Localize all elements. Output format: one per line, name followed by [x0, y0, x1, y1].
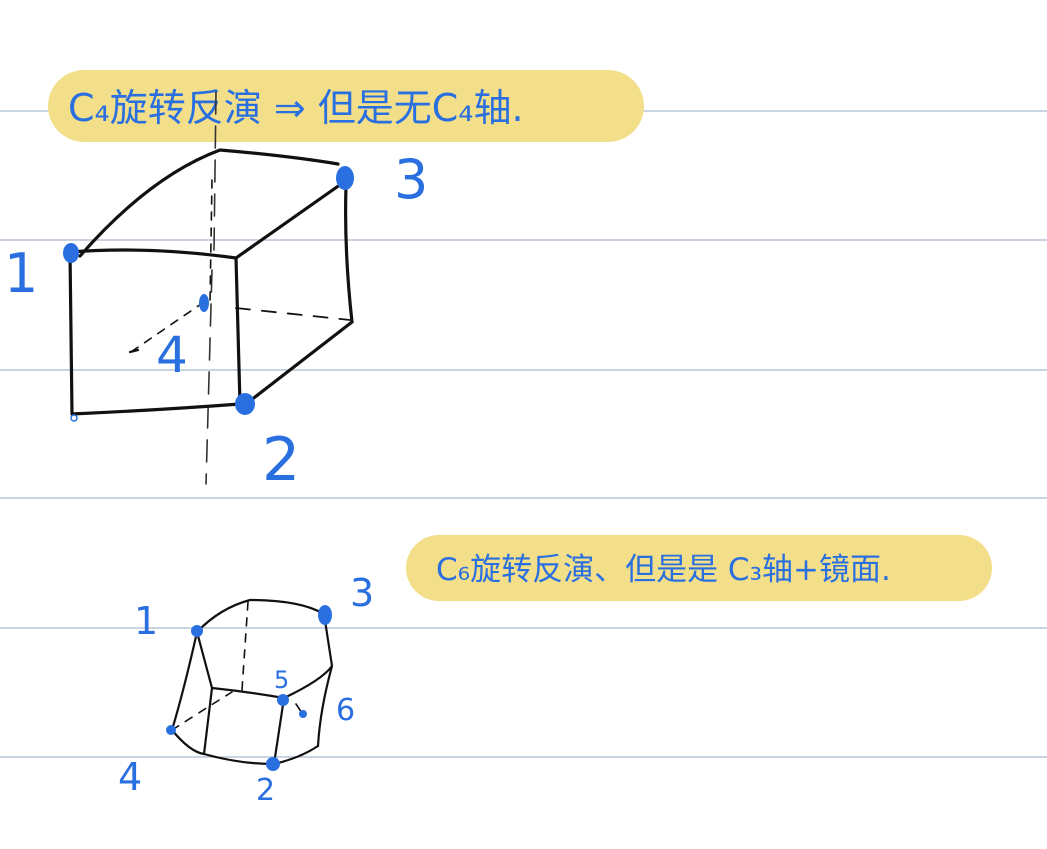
hex-vertex-1	[191, 625, 203, 637]
note-1-group: C₄旋转反演 ⇒ 但是无C₄轴.	[48, 70, 644, 142]
hex-vertex-4	[166, 725, 176, 735]
hex-label-4: 4	[118, 755, 142, 799]
cube-right-back-edge	[344, 184, 354, 324]
hex-hidden-edge-bottom-left	[171, 691, 233, 731]
hexagonal-prism-diagram: 1 2 3 4 5 6	[118, 571, 374, 808]
cube-front-face	[68, 248, 242, 416]
hex-label-1: 1	[134, 599, 158, 643]
note-1-text: C₄旋转反演 ⇒ 但是无C₄轴.	[68, 86, 524, 130]
hex-edge-front	[272, 696, 286, 766]
cube-vertex-3	[336, 166, 354, 190]
hex-vertex-3	[318, 605, 332, 625]
cube-hidden-edge-horizontal	[235, 307, 351, 321]
cube-label-2: 2	[262, 425, 300, 495]
hex-vertex-6	[299, 710, 307, 718]
cube-label-3: 3	[394, 148, 428, 211]
hex-vertex-5	[277, 694, 289, 706]
ruling-lines	[0, 110, 1047, 758]
hex-vertex-2	[266, 757, 280, 771]
cube-label-1: 1	[4, 242, 38, 305]
hex-label-5: 5	[274, 666, 289, 694]
hex-bottom-front-edges	[170, 728, 320, 766]
cube-hidden-tick	[128, 348, 140, 354]
hex-hidden-edge-right	[295, 703, 305, 717]
note-2-group: C₆旋转反演、但是是 C₃轴+镜面.	[406, 535, 992, 601]
cube-bottom-right-edge	[244, 320, 354, 406]
hex-edge-right	[316, 664, 334, 748]
hex-edge-front-left	[202, 686, 214, 756]
hex-hidden-edge-back-vertical	[241, 601, 249, 691]
cube-label-4: 4	[156, 326, 188, 384]
cube-vertex-4	[199, 294, 209, 312]
note-2-text: C₆旋转反演、但是是 C₃轴+镜面.	[436, 552, 891, 588]
hex-top-back-edges	[195, 598, 326, 634]
hex-edge-left	[170, 630, 199, 732]
cube-vertex-1	[63, 243, 79, 263]
cube-hidden-edge-diagonal	[127, 301, 205, 355]
note-2-highlight	[406, 535, 992, 601]
cube-diagram: 1 2 3 4	[4, 91, 428, 495]
hex-label-6: 6	[336, 693, 355, 728]
note-1-highlight	[48, 70, 644, 142]
cube-top-right-edge	[234, 180, 346, 260]
cube-hidden-edge-vertical	[209, 179, 213, 303]
hex-label-3: 3	[350, 571, 374, 615]
cube-vertex-small	[70, 414, 78, 422]
c4-axis-line	[205, 91, 217, 485]
hex-top-front-edges	[195, 612, 334, 700]
hex-label-2: 2	[256, 773, 275, 808]
cube-top-left-edge	[78, 148, 340, 258]
cube-vertex-2	[235, 393, 255, 415]
